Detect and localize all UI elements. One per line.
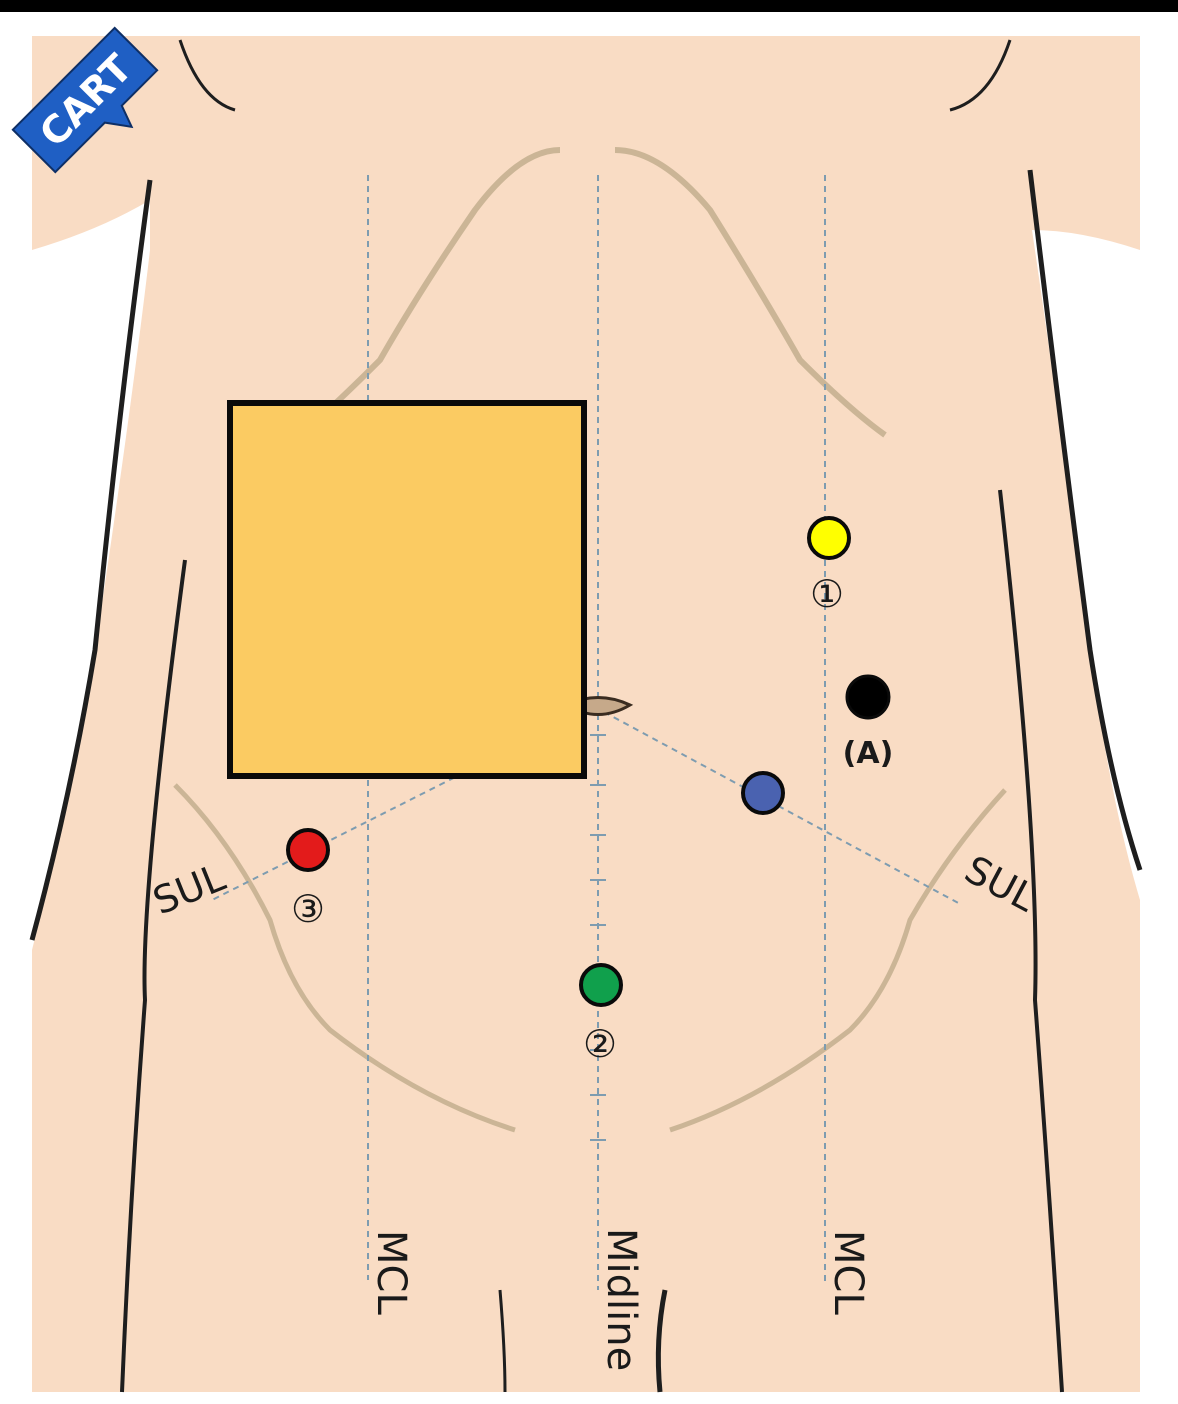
port-a-label: (A) <box>843 736 894 771</box>
port-3-marker <box>288 830 328 870</box>
target-region-box <box>230 403 584 776</box>
port-a-marker <box>847 676 889 718</box>
midline-label: Midline <box>598 1228 644 1371</box>
port-blue-marker <box>743 773 783 813</box>
port-1-label: ① <box>810 572 844 616</box>
port-2-marker <box>581 965 621 1005</box>
port-1-marker <box>809 518 849 558</box>
port-2-label: ② <box>583 1022 617 1066</box>
port-3-label: ③ <box>291 887 325 931</box>
mcl-left-label: MCL <box>825 1230 871 1315</box>
mcl-right-label: MCL <box>368 1230 414 1315</box>
